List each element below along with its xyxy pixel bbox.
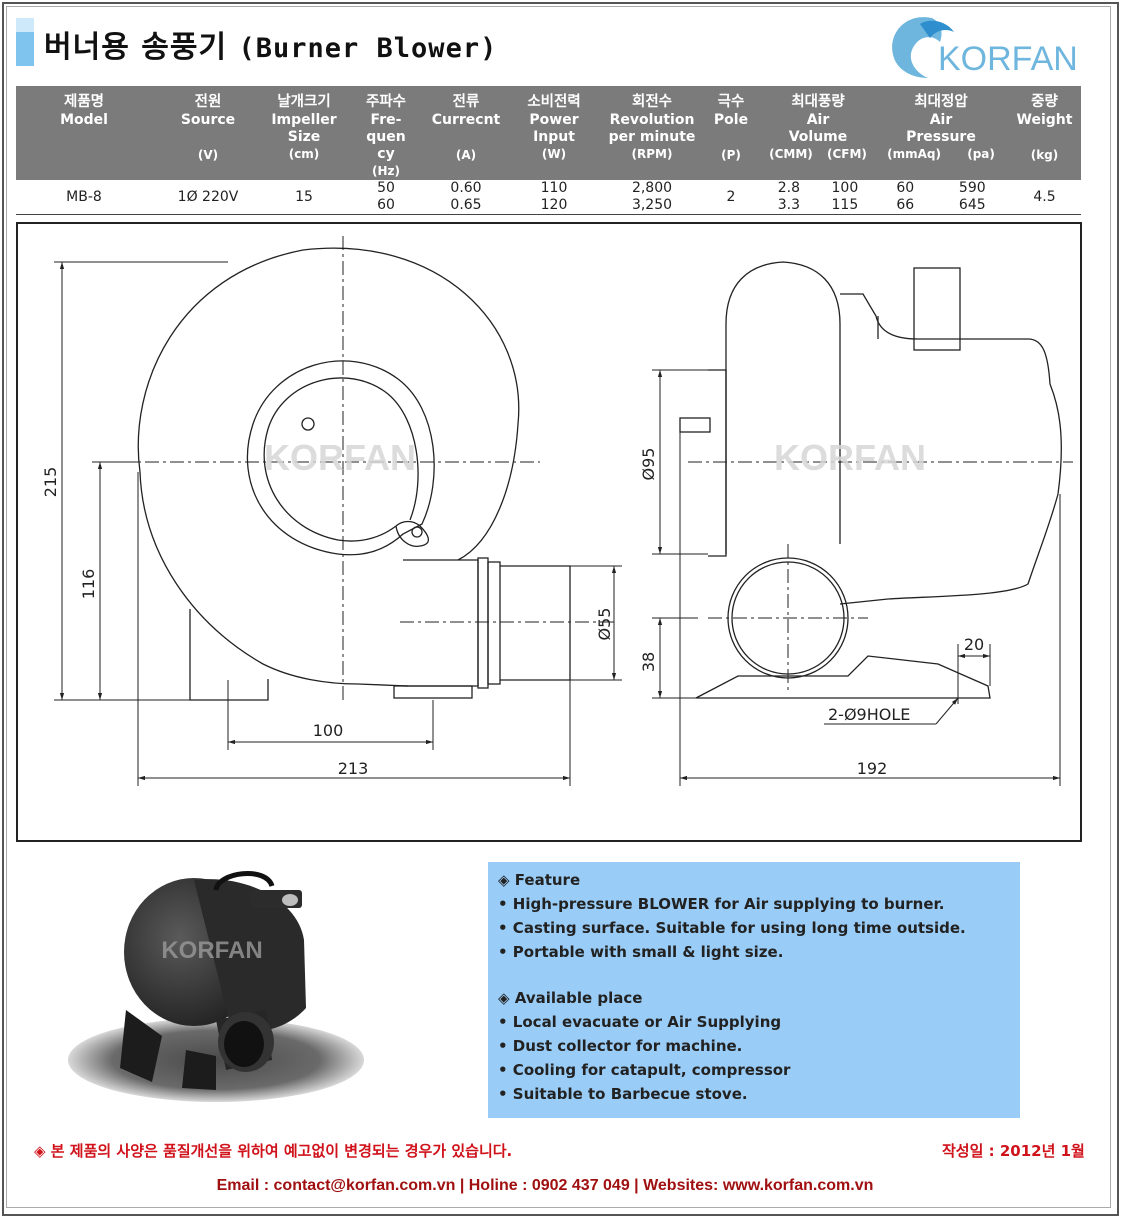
- place-item: • Dust collector for machine.: [498, 1037, 743, 1055]
- dim-d55: Ø55: [595, 608, 614, 641]
- document-date: 작성일 : 2012년 1월: [942, 1142, 1085, 1160]
- place-item: • Suitable to Barbecue stove.: [498, 1085, 748, 1103]
- title-accent-light: [16, 18, 34, 32]
- feature-item: • Casting surface. Suitable for using lo…: [498, 919, 966, 937]
- product-photo: KORFAN: [68, 871, 364, 1102]
- title-english: (Burner Blower): [238, 33, 498, 64]
- feature-item: • Portable with small & light size.: [498, 943, 784, 961]
- spec-change-notice: ◈ 본 제품의 사양은 품질개선을 위하여 예고없이 변경되는 경우가 있습니다…: [34, 1142, 513, 1160]
- place-item: • Cooling for catapult, compressor: [498, 1061, 791, 1079]
- page-frame-inner: [6, 6, 1111, 1208]
- contact-line: Email : contact@korfan.com.vn | Holine :…: [216, 1177, 874, 1194]
- feature-item: • High-pressure BLOWER for Air supplying…: [498, 895, 945, 913]
- dim-213: 213: [338, 759, 369, 778]
- place-heading: ◈ Available place: [498, 989, 643, 1007]
- place-item: • Local evacuate or Air Supplying: [498, 1013, 782, 1031]
- logo-text: KORFAN: [938, 40, 1078, 78]
- dim-215: 215: [41, 467, 60, 498]
- dim-hole: 2-Ø9HOLE: [828, 705, 910, 724]
- technical-drawing: 215 116 100 213 Ø55 Ø95 38 20 2-Ø9HOLE 1…: [16, 222, 1082, 842]
- front-view: [137, 247, 571, 701]
- side-view: [679, 261, 1062, 699]
- dim-d95: Ø95: [639, 448, 658, 481]
- drawing-canvas: 215 116 100 213 Ø55 Ø95 38 20 2-Ø9HOLE 1…: [41, 236, 1073, 786]
- cell-weight: 4.5: [1008, 180, 1081, 215]
- page-title: 버너용 송풍기 (Burner Blower): [44, 22, 497, 66]
- korfan-logo-icon: [892, 17, 954, 78]
- cell-pole: 2: [700, 180, 762, 215]
- dim-38: 38: [639, 652, 658, 672]
- watermark-front: KORFAN: [264, 437, 416, 478]
- feature-heading: ◈ Feature: [498, 871, 581, 889]
- title-korean: 버너용 송풍기: [44, 30, 228, 65]
- feature-panel: ◈ Feature • High-pressure BLOWER for Air…: [488, 862, 1020, 1118]
- dim-192: 192: [857, 759, 888, 778]
- dim-20: 20: [964, 635, 984, 654]
- watermark-side: KORFAN: [774, 437, 926, 478]
- cell-model: MB-8: [16, 180, 152, 215]
- dim-116: 116: [79, 569, 98, 600]
- cell-impeller: 15: [264, 180, 344, 215]
- photo-watermark: KORFAN: [161, 937, 262, 964]
- cell-source: 1Ø 220V: [152, 180, 264, 215]
- dim-100: 100: [313, 721, 344, 740]
